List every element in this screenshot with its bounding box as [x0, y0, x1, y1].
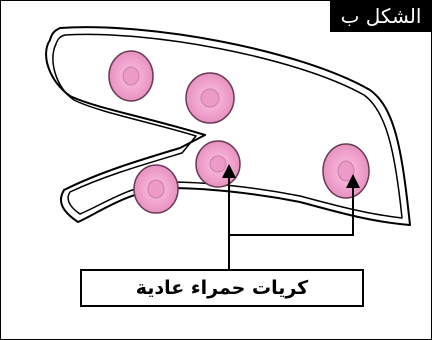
red-blood-cell — [323, 144, 369, 198]
red-blood-cell — [186, 73, 234, 123]
red-blood-cell — [134, 165, 178, 213]
figure-label: الشكل ب — [330, 0, 432, 32]
red-blood-cells — [109, 51, 369, 213]
red-blood-cell — [196, 141, 240, 187]
pointer-bracket — [229, 186, 353, 269]
red-blood-cell — [109, 51, 153, 101]
cells-caption: كريات حمراء عادية — [80, 269, 364, 307]
